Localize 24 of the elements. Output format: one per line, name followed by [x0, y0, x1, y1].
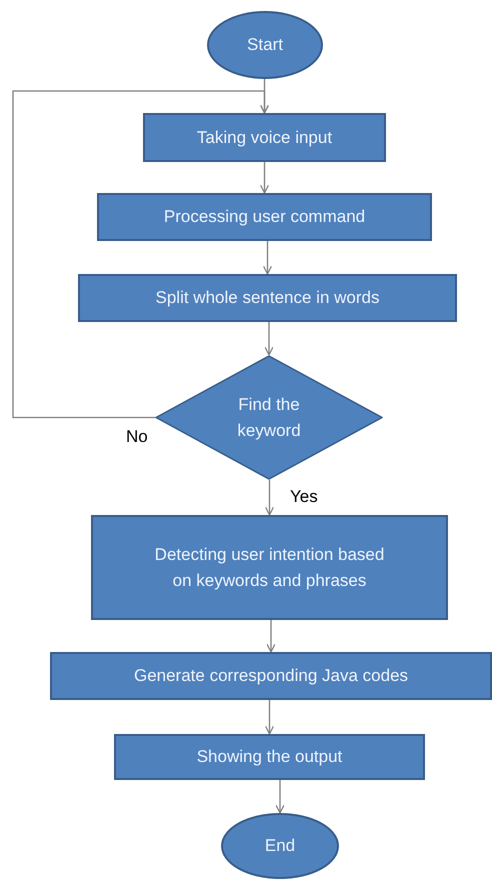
arrow — [264, 700, 274, 735]
node-text: Detecting user intention based on keywords and phrases — [154, 544, 386, 592]
process-box — [78, 274, 457, 322]
node-text: Generate corresponding Java codes — [134, 665, 408, 687]
decision-diamond — [155, 355, 383, 480]
arrow — [264, 322, 274, 356]
arrow — [275, 780, 285, 814]
node-text: End — [264, 835, 296, 857]
arrow — [262, 241, 272, 275]
node-text: Find the keyword — [236, 394, 302, 442]
node-text: Split whole sentence in words — [156, 287, 380, 309]
arrow — [260, 162, 270, 194]
node-text: Taking voice input — [196, 126, 332, 148]
process-box — [91, 515, 448, 620]
arrow — [12, 90, 270, 418]
process-box — [114, 734, 425, 780]
process-box — [97, 193, 432, 241]
process-box — [50, 652, 492, 700]
process-box — [143, 113, 386, 162]
node-text: Processing user command — [164, 206, 366, 228]
node-text: Start — [247, 34, 283, 56]
node-text: Showing the output — [196, 746, 342, 768]
arrow — [264, 480, 274, 516]
arrow — [266, 620, 276, 653]
